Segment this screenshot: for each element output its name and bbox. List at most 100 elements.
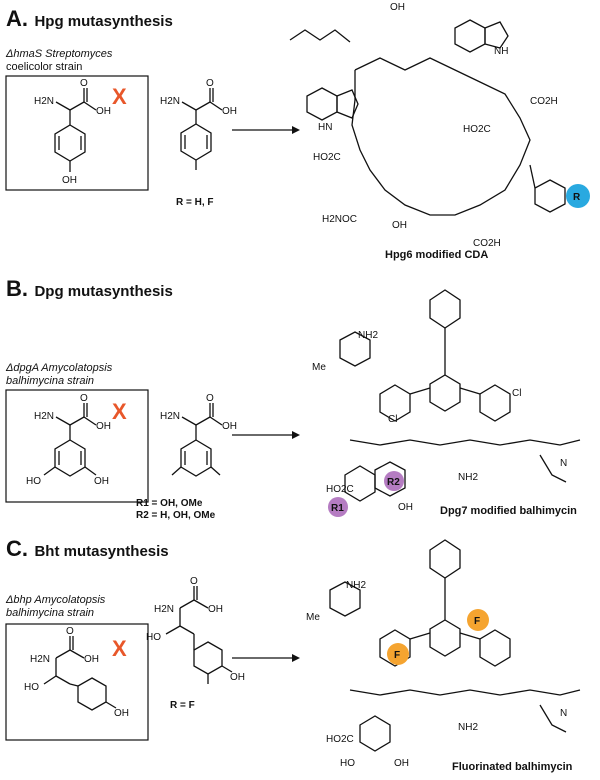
panel-a-strain-suffix: coelicolor strain	[6, 61, 83, 73]
panel-a-co2h-2: CO2H	[473, 238, 501, 249]
panel-a-analog-structure	[180, 88, 223, 170]
panel-b-r2-badge-label: R2	[387, 477, 400, 488]
panel-a-ho2c-2: HO2C	[313, 152, 341, 163]
panel-c-strain-line2: balhimycina strain	[6, 607, 95, 619]
panel-b-scheme: H2N O OH HO OH X H2N O OH R1 = OH, OMe R…	[5, 289, 581, 521]
panel-a-arrowhead	[292, 126, 300, 134]
panel-b-balhimycin-core	[339, 289, 581, 502]
panel-c-analog-o: O	[190, 576, 198, 587]
panel-a-strain-prefix: ΔhmaS Streptomyces	[6, 48, 113, 60]
panel-b-analog-oh: OH	[222, 421, 237, 432]
panel-c-phenol-oh: OH	[114, 708, 129, 719]
panel-c-product-caption: Fluorinated balhimycin	[452, 761, 573, 773]
panel-c-strain-line1: Δbhp Amycolatopsis	[6, 594, 106, 606]
panel-c-analog-ho: HO	[146, 632, 161, 643]
panel-b-o-label: O	[80, 393, 88, 404]
panel-c-nh2: NH2	[458, 722, 478, 733]
panel-c-f-badge-1	[387, 643, 409, 665]
panel-b-nh2-sugar: NH2	[358, 330, 378, 341]
panel-b-r1-label: R1 = OH, OMe	[136, 498, 203, 509]
panel-a-hpg-structure	[54, 88, 97, 172]
panel-c-title: Bht mutasynthesis	[34, 543, 169, 560]
panel-b-strain-box	[5, 389, 149, 503]
panel-b-me: Me	[312, 362, 326, 373]
panel-b-title: Dpg mutasynthesis	[34, 283, 173, 300]
panel-c-f-badge-1-label: F	[394, 650, 400, 661]
panel-a-strain: ΔhmaS Streptomyces coelicolor strain	[6, 48, 112, 74]
panel-c-arrowhead	[292, 654, 300, 662]
panel-c-balhimycin-core	[329, 539, 581, 752]
panel-a-oh-2: OH	[392, 220, 407, 231]
panel-a-h2n-label: H2N	[34, 96, 54, 107]
panel-c-f-badge-2-label: F	[474, 616, 480, 627]
panel-a-header: A. Hpg mutasynthesis	[6, 6, 173, 32]
panel-c-scheme: H2N O OH HO OH X H2N O OH HO OH R = F	[5, 539, 581, 773]
panel-b-product-caption: Dpg7 modified balhimycin	[440, 505, 577, 517]
panel-c-analog-h2n: H2N	[154, 604, 174, 615]
panel-b-strain-line1: ΔdpgA Amycolatopsis	[6, 362, 113, 374]
panel-c-analog-phenol-oh: OH	[230, 672, 245, 683]
panel-c-analog-structure	[165, 586, 233, 684]
panel-b-ho-label: HO	[26, 476, 41, 487]
panel-c-o-label: O	[66, 626, 74, 637]
panel-a-oh-top: OH	[390, 2, 405, 13]
panel-c-header: C. Bht mutasynthesis	[6, 536, 169, 562]
panel-b-cross-mark: X	[112, 399, 127, 424]
panel-b-oh2-label: OH	[94, 476, 109, 487]
panel-a-cross-mark: X	[112, 84, 127, 109]
panel-b-r1-badge	[328, 497, 348, 517]
panel-b-r2-badge	[384, 471, 404, 491]
panel-b-oh-bottom: OH	[398, 502, 413, 513]
panel-a-analog-o: O	[206, 78, 214, 89]
panel-c-ho-label: HO	[24, 682, 39, 693]
panel-a-product-caption: Hpg6 modified CDA	[385, 249, 488, 261]
panel-c-oh-label: OH	[84, 654, 99, 665]
panel-a-r-badge	[566, 184, 590, 208]
panel-b-h2n-label: H2N	[34, 411, 54, 422]
panel-c-nh: N	[560, 708, 567, 719]
panel-c-oh-bottom: OH	[394, 758, 409, 769]
panel-a-oh-label: OH	[96, 106, 111, 117]
panel-b-header: B. Dpg mutasynthesis	[6, 276, 173, 302]
panel-b-cl-2: Cl	[512, 388, 521, 399]
panel-b-oh-label: OH	[96, 421, 111, 432]
panel-c-strain: Δbhp Amycolatopsis balhimycina strain	[6, 594, 105, 620]
panel-a-h2noc: H2NOC	[322, 214, 357, 225]
panel-a-letter: A.	[6, 6, 28, 31]
panel-c-letter: C.	[6, 536, 28, 561]
panel-a-cda-macrocycle	[289, 19, 566, 216]
panel-c-ho2c: HO2C	[326, 734, 354, 745]
panel-c: C. Bht mutasynthesis Δbhp Amycolatopsis …	[0, 530, 600, 780]
panel-a-title: Hpg mutasynthesis	[34, 13, 173, 30]
panel-c-nh2-sugar: NH2	[346, 580, 366, 591]
panel-b-analog-structure	[171, 403, 223, 477]
panel-b: B. Dpg mutasynthesis ΔdpgA Amycolatopsis…	[0, 270, 600, 521]
panel-b-nh2: NH2	[458, 472, 478, 483]
panel-b-r2-label: R2 = H, OH, OMe	[136, 510, 216, 521]
panel-a-trp-hn: HN	[318, 122, 332, 133]
panel-a-co2h-1: CO2H	[530, 96, 558, 107]
panel-b-nh: N	[560, 458, 567, 469]
panel-a-phenol-oh: OH	[62, 175, 77, 186]
panel-a-r-badge-label: R	[573, 192, 581, 203]
panel-c-me: Me	[306, 612, 320, 623]
panel-b-analog-o: O	[206, 393, 214, 404]
panel-b-arrowhead	[292, 431, 300, 439]
panel-c-f-badge-2	[467, 609, 489, 631]
panel-c-substituent-label: R = F	[170, 700, 195, 711]
panel-c-h2n-label: H2N	[30, 654, 50, 665]
panel-c-strain-box	[5, 623, 149, 741]
panel-a-ho2c-1: HO2C	[463, 124, 491, 135]
panel-a-o-label: O	[80, 78, 88, 89]
panel-b-ho2c: HO2C	[326, 484, 354, 495]
panel-b-cl-1: Cl	[388, 414, 397, 425]
panel-a: A. Hpg mutasynthesis ΔhmaS Streptomyces …	[0, 0, 600, 261]
panel-a-analog-oh: OH	[222, 106, 237, 117]
panel-b-letter: B.	[6, 276, 28, 301]
panel-b-strain-line2: balhimycina strain	[6, 375, 95, 387]
panel-b-strain: ΔdpgA Amycolatopsis balhimycina strain	[6, 362, 112, 388]
panel-b-analog-h2n: H2N	[160, 411, 180, 422]
panel-a-scheme: H2N O OH OH X H2N O OH R = H, F	[5, 2, 590, 261]
panel-c-bht-structure	[43, 636, 117, 711]
panel-a-substituent-label: R = H, F	[176, 197, 214, 208]
